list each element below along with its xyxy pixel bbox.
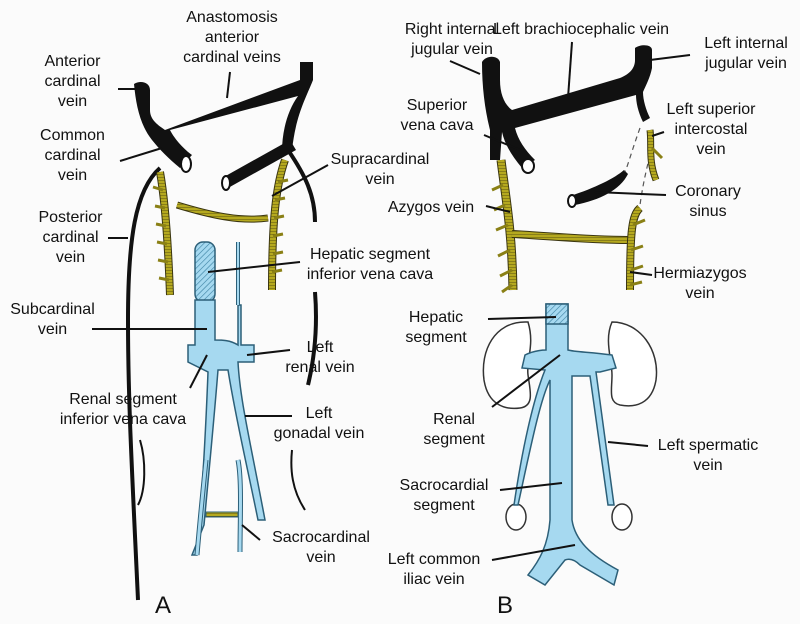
label-anterior-cardinal-vein: Anterior cardinal vein xyxy=(44,53,101,110)
label-left-superior-intercostal-vein: Left superior intercostal vein xyxy=(666,101,756,158)
panel-b-leader-lines xyxy=(449,41,691,561)
label-hepatic-segment-ivc: Hepatic segment inferior vena cava xyxy=(306,246,434,283)
left-kidney xyxy=(607,321,658,407)
right-testis xyxy=(505,503,527,531)
left-testis xyxy=(611,503,633,531)
label-renal-segment: Renal segment xyxy=(423,411,485,448)
panel-a-leader-lines xyxy=(92,71,329,541)
subcardinal-veins xyxy=(187,241,266,556)
panel-letter-a: A xyxy=(155,592,172,619)
inferior-vena-cava xyxy=(513,303,619,587)
left-posterior-cardinal-vein xyxy=(286,148,317,223)
label-sacrocardinal-vein: Sacrocardinal vein xyxy=(272,529,370,566)
label-azygos-vein: Azygos vein xyxy=(387,199,475,216)
label-left-common-iliac-vein: Left common iliac vein xyxy=(387,551,481,588)
supracardinal-veins xyxy=(152,158,289,296)
label-coronary-sinus: Coronary sinus xyxy=(675,183,741,220)
label-hemiazygos-vein: Hermiazygos vein xyxy=(653,265,747,302)
left-posterior-cardinal-lower xyxy=(306,291,318,386)
azygos-system xyxy=(491,129,664,294)
label-supracardinal-vein: Supracardinal vein xyxy=(330,151,430,188)
label-left-gonadal-vein: Left gonadal vein xyxy=(273,405,365,442)
label-left-renal-vein: Left renal vein xyxy=(285,339,355,376)
label-anastomosis-anterior-cardinal-veins: Anastomosis anterior cardinal veins xyxy=(183,9,281,66)
panel-a-drawing xyxy=(92,62,329,601)
b-black-veins xyxy=(482,45,652,208)
panel-letter-b: B xyxy=(497,592,514,619)
label-sacrocardial-segment: Sacrocardial segment xyxy=(399,477,489,514)
label-posterior-cardinal-vein: Posterior cardinal vein xyxy=(38,209,103,266)
label-right-internal-jugular-vein: Right internal jugular vein xyxy=(404,21,500,58)
label-renal-segment-ivc: Renal segment inferior vena cava xyxy=(59,391,187,428)
right-posterior-cardinal-vein xyxy=(125,166,162,601)
label-left-brachiocephalic-vein: Left brachiocephalic vein xyxy=(492,21,670,38)
label-subcardinal-vein: Subcardinal vein xyxy=(10,301,95,338)
label-superior-vena-cava: Superior vena cava xyxy=(400,97,474,134)
label-left-spermatic-vein: Left spermatic vein xyxy=(657,437,759,474)
label-left-internal-jugular-vein: Left internal jugular vein xyxy=(704,35,788,72)
label-common-cardinal-vein: Common cardinal vein xyxy=(40,127,105,184)
panel-b-drawing xyxy=(449,41,691,587)
label-hepatic-segment: Hepatic segment xyxy=(405,309,467,346)
cardinal-veins xyxy=(134,62,313,191)
